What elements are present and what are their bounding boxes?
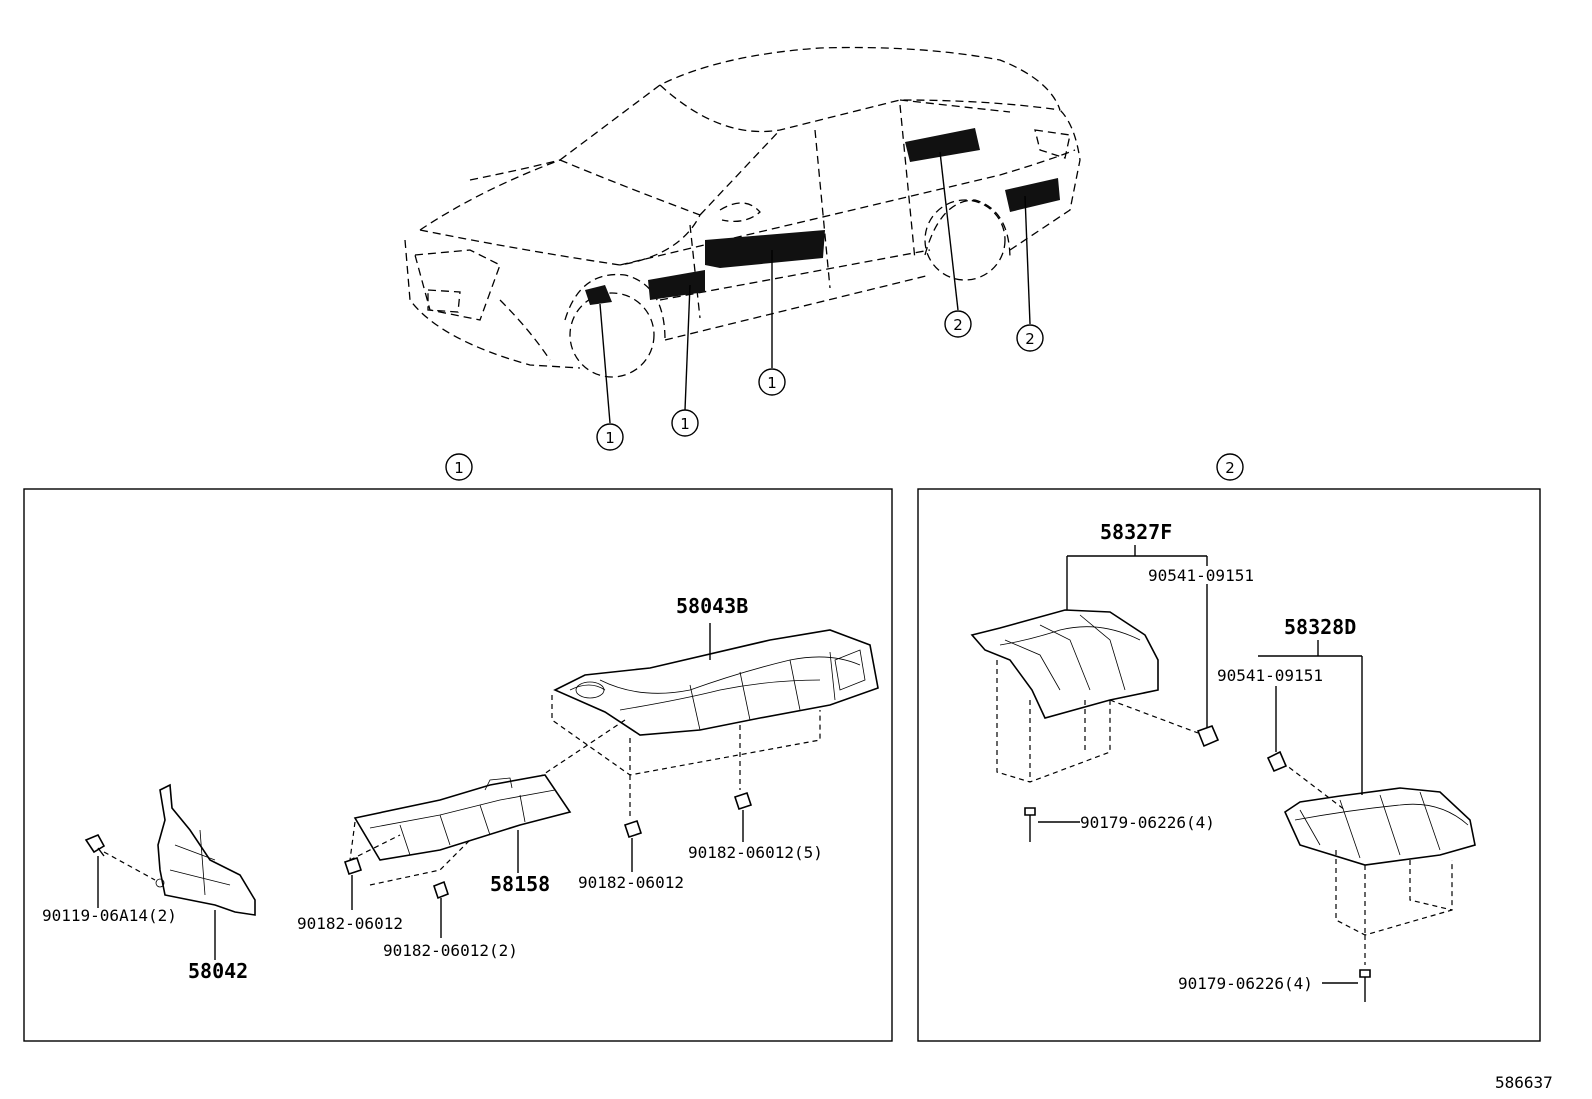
clip-icon: [1266, 750, 1288, 773]
part-58158-illustration: [353, 774, 572, 861]
nut-icon: [433, 880, 449, 900]
bolt-90119-icon: [84, 833, 106, 857]
svg-text:2: 2: [953, 316, 963, 334]
nut-icon: [623, 819, 643, 839]
insulator-patch-rear-upper: [905, 128, 980, 162]
callout-marker: 1: [671, 409, 699, 437]
insulator-patch-side: [648, 270, 705, 300]
callout-marker: 1: [596, 423, 624, 451]
part-label-90179-06226: 90179-06226(4): [1178, 974, 1313, 993]
part-label-90182-06012-2: 90182-06012(2): [383, 941, 518, 960]
clip-icon: [1196, 724, 1220, 748]
part-label-90182-06012: 90182-06012: [578, 873, 684, 892]
part-label-58158: 58158: [490, 872, 550, 896]
svg-text:1: 1: [767, 374, 777, 392]
part-label-58042: 58042: [188, 959, 248, 983]
callout-marker: 2: [944, 310, 972, 338]
part-label-90182-06012: 90182-06012: [297, 914, 403, 933]
nut-icon: [343, 856, 363, 876]
group-header-1: 1: [445, 453, 473, 481]
part-label-58328d: 58328D: [1284, 615, 1356, 639]
part-label-58327f: 58327F: [1100, 520, 1172, 544]
nut-icon: [733, 791, 753, 811]
part-label-90182-06012-5: 90182-06012(5): [688, 843, 823, 862]
part-label-90179-06226: 90179-06226(4): [1080, 813, 1215, 832]
callout-marker: 1: [758, 368, 786, 396]
insulator-patch-rear-lower: [1005, 178, 1060, 212]
callout-marker: 2: [1016, 324, 1044, 352]
figure-id: 586637: [1495, 1073, 1553, 1092]
part-label-90541-09151: 90541-09151: [1217, 666, 1323, 685]
insulator-patch-front: [705, 230, 825, 268]
part-58328d-illustration: [1283, 787, 1476, 866]
svg-text:2: 2: [1225, 459, 1235, 477]
part-label-90119-06a14: 90119-06A14(2): [42, 906, 177, 925]
part-58327f-illustration: [970, 609, 1159, 719]
part-label-58043b: 58043B: [676, 594, 748, 618]
panel-1-frame: [23, 488, 893, 1042]
svg-text:1: 1: [680, 415, 690, 433]
part-58042-illustration: [155, 783, 256, 916]
insulator-patch-wheel: [585, 285, 612, 305]
panel-2-frame: [917, 488, 1541, 1042]
part-label-90541-09151: 90541-09151: [1148, 566, 1254, 585]
svg-text:1: 1: [454, 459, 464, 477]
svg-text:1: 1: [605, 429, 615, 447]
screw-icon: [1359, 969, 1371, 1002]
group-header-2: 2: [1216, 453, 1244, 481]
svg-text:2: 2: [1025, 330, 1035, 348]
part-58043b-illustration: [553, 629, 879, 736]
screw-icon: [1024, 807, 1036, 842]
car-illustration: [404, 46, 1081, 424]
